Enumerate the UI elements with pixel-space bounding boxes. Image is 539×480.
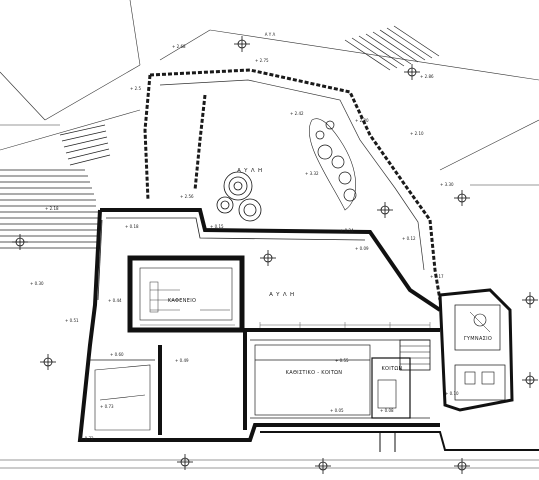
exterior-stairs-left [0, 124, 111, 249]
level-annotation: + 2.18 [45, 206, 59, 211]
level-annotation: + 0.09 [355, 246, 369, 251]
level-annotation: + 0.73 [100, 404, 114, 409]
level-annotation: + 0.05 [330, 408, 344, 413]
level-annotation: + 2.10 [410, 131, 424, 136]
street-wall [260, 431, 539, 452]
level-marker-icon [12, 36, 538, 474]
level-annotation: + 2.86 [420, 74, 434, 79]
level-annotation: + 0.12 [402, 236, 416, 241]
level-annotation: + 2.56 [180, 194, 194, 199]
tree-icon [238, 198, 262, 222]
level-annotation: + 0.17 [430, 274, 444, 279]
kathistiko-koiton-room [254, 344, 371, 416]
terrain-lines [0, 0, 539, 469]
kafeneio-room [127, 255, 245, 333]
building-walls [77, 208, 442, 442]
level-annotation: + 0.08 [380, 408, 394, 413]
level-annotation: + 0.60 [110, 352, 124, 357]
room-label-gymnasio: ΓΥΜΝΑΣΙΟ [464, 336, 492, 342]
level-annotation: + 0.72 [80, 436, 94, 441]
level-annotation: + 2.42 [290, 111, 304, 116]
tree-icon [223, 171, 253, 201]
courtyard-inner-line [159, 79, 425, 271]
level-annotation: + 0.10 [445, 391, 459, 396]
courtyard-label-lower: Α Υ Λ Η [269, 292, 295, 298]
courtyard-stone-wall [143, 68, 442, 301]
level-annotation: + 2.68 [172, 44, 186, 49]
level-annotation: + 0.30 [30, 281, 44, 286]
level-annotation: + 2.75 [255, 58, 269, 63]
level-annotation: + 3.32 [305, 171, 319, 176]
garden-bed-outline [308, 118, 356, 211]
room-label-kafeneio: ΚΑΦΕΝΕΙΟ [168, 298, 197, 304]
sheet-label: Α Υ Λ [265, 32, 276, 37]
level-annotation: + 3.30 [440, 182, 454, 187]
courtyard-label-upper: Α Υ Λ Η [237, 168, 263, 174]
level-annotation: + 2.80 [355, 118, 369, 123]
exterior-stairs-top-right [344, 25, 440, 71]
room-label-kathistiko-koiton: ΚΑΘΙΣΤΙΚΟ - ΚΟΙΤΩΝ [286, 370, 343, 376]
shrub-icon [315, 120, 357, 202]
koiton-room [371, 339, 431, 419]
dimension-lines [140, 322, 431, 328]
level-annotation: + 0.49 [175, 358, 189, 363]
level-annotation: + 0.44 [108, 298, 122, 303]
tree-icon [216, 196, 234, 214]
level-annotation: + 0.24 [340, 228, 354, 233]
level-annotation: + 2.5 [130, 86, 141, 91]
room-label-koiton: ΚΟΙΤΩΝ [381, 366, 402, 372]
level-annotation: + 0.55 [335, 358, 349, 363]
level-annotation: + 0.18 [125, 224, 139, 229]
level-annotation: + 0.51 [65, 318, 79, 323]
level-annotation: + 0.15 [210, 224, 224, 229]
gymnasio-room [438, 288, 514, 412]
lower-left-room [94, 364, 151, 431]
